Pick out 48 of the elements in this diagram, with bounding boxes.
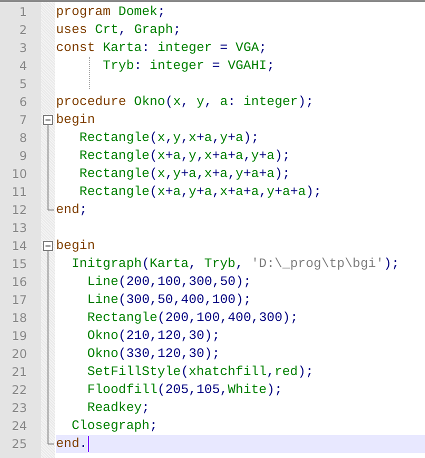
line-number: 1	[18, 4, 27, 21]
code-line: Rectangle(200,100,400,300);	[87, 309, 298, 327]
code-line: Okno(210,120,30);	[87, 327, 220, 345]
code-line: Rectangle(x+a,y+a,x+a+a,y+a+a);	[79, 183, 322, 201]
line-number: 22	[10, 382, 27, 399]
line-number: 12	[10, 202, 27, 219]
line-number: 11	[10, 184, 27, 201]
line-number: 14	[10, 238, 27, 255]
code-line: Line(300,50,400,100);	[87, 291, 252, 309]
line-number: 10	[10, 166, 27, 183]
code-line: end.	[56, 435, 88, 453]
code-line: SetFillStyle(xhatchfill,red);	[87, 363, 314, 381]
code-line: program Domek;	[56, 3, 166, 21]
line-number: 6	[18, 94, 27, 111]
line-number: 24	[10, 418, 27, 435]
line-number: 20	[10, 346, 27, 363]
code-line: Closegraph;	[72, 417, 158, 435]
code-line: Readkey;	[87, 399, 150, 417]
line-number: 19	[10, 328, 27, 345]
line-number: 4	[18, 58, 27, 75]
code-line: Tryb: integer = VGAHI;	[102, 57, 275, 75]
line-number: 17	[10, 292, 27, 309]
line-number: 2	[18, 22, 27, 39]
line-number: 23	[10, 400, 27, 417]
code-line: begin	[56, 111, 96, 129]
line-number: 18	[10, 310, 27, 327]
line-number: 5	[18, 76, 27, 93]
code-line: begin	[56, 237, 96, 255]
line-number: 13	[10, 220, 27, 237]
code-line: Line(200,100,300,50);	[87, 273, 252, 291]
line-number: 7	[18, 112, 27, 129]
code-line: Initgraph(Karta, Tryb, 'D:\_prog\tp\bgi');	[72, 255, 400, 273]
code-line: Rectangle(x,y+a,x+a,y+a+a);	[79, 165, 290, 183]
line-number: 3	[18, 40, 27, 57]
code-line: Floodfill(205,105,White);	[87, 381, 282, 399]
code-line: Okno(330,120,30);	[87, 345, 220, 363]
code-line: procedure Okno(x, y, a: integer);	[56, 93, 314, 111]
code-line: uses Crt, Graph;	[56, 21, 181, 39]
line-number: 16	[10, 274, 27, 291]
code-line: const Karta: integer = VGA;	[56, 39, 267, 57]
line-number: 21	[10, 364, 27, 381]
code-line: end;	[56, 201, 88, 219]
line-number: 8	[18, 130, 27, 147]
code-line: Rectangle(x,y,x+a,y+a);	[79, 129, 259, 147]
code-line: Rectangle(x+a,y,x+a+a,y+a);	[79, 147, 290, 165]
line-number: 9	[18, 148, 27, 165]
line-number: 15	[10, 256, 27, 273]
line-number: 25	[10, 436, 27, 453]
